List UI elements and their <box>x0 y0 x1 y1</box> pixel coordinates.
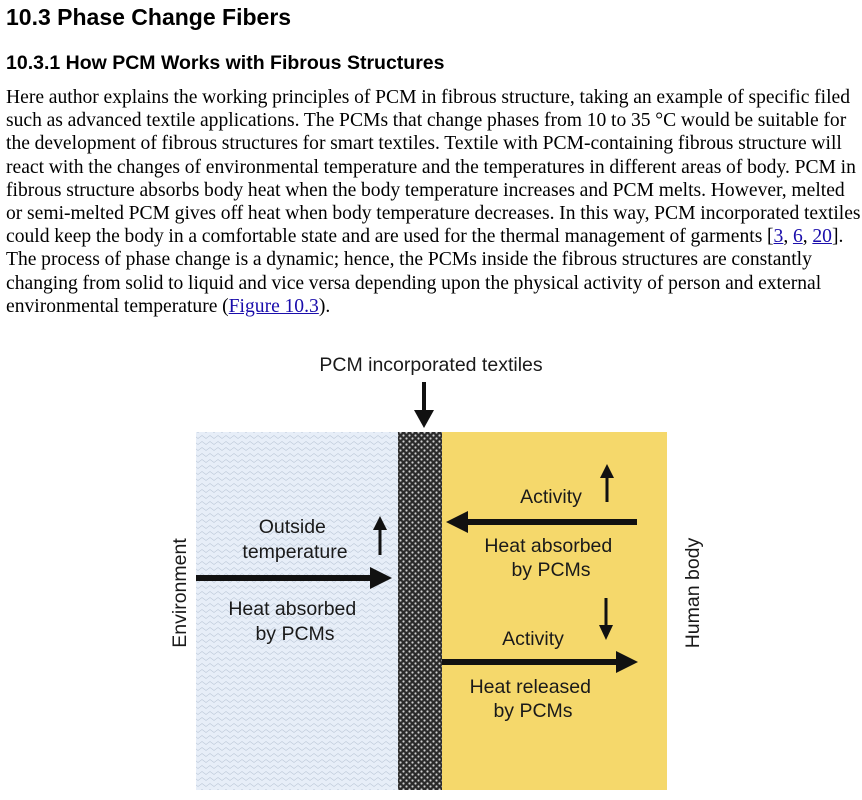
environment-heat-absorbed-label: Heat absorbed by PCMs <box>228 598 361 645</box>
environment-texture <box>196 432 398 790</box>
figure-link[interactable]: Figure 10.3 <box>228 295 319 317</box>
human-body-label: Human body <box>682 537 704 648</box>
paragraph-text-middle: ]. The process of phase change is a dyna… <box>6 226 844 317</box>
reference-separator: , <box>783 226 793 248</box>
activity-lower-label: Activity <box>502 628 564 650</box>
heat-released-label: Heat released by PCMs <box>470 676 597 722</box>
reference-link-6[interactable]: 6 <box>792 226 803 248</box>
activity-upper-label: Activity <box>520 486 582 508</box>
outside-temperature-label: Outside temperature <box>242 516 347 563</box>
pcm-figure: PCM incorporated textiles Environment Hu… <box>169 354 704 790</box>
subsection-title: 10.3.1 How PCM Works with Fibrous Struct… <box>6 52 445 74</box>
arrow-down-icon <box>414 382 434 428</box>
human-body-region <box>442 432 667 790</box>
arrow-right-icon <box>196 567 392 589</box>
reference-link-20[interactable]: 20 <box>812 226 832 248</box>
body-paragraph: Here author explains the working princip… <box>6 86 862 318</box>
arrow-up-icon <box>373 516 387 555</box>
arrow-right-icon <box>442 651 638 673</box>
top-label: PCM incorporated textiles <box>319 354 543 376</box>
arrow-up-icon <box>600 464 614 502</box>
section-title: 10.3 Phase Change Fibers <box>6 4 292 30</box>
paragraph-text-start: Here author explains the working princip… <box>6 87 861 248</box>
body-heat-absorbed-label: Heat absorbed by PCMs <box>484 535 617 581</box>
reference-separator: , <box>802 226 813 248</box>
pcm-fabric-layer <box>398 432 442 790</box>
arrow-left-icon <box>446 511 637 533</box>
reference-link-3[interactable]: 3 <box>773 226 784 248</box>
arrow-down-icon <box>599 598 613 640</box>
environment-label: Environment <box>169 538 191 648</box>
paragraph-text-end: ). <box>318 295 331 317</box>
